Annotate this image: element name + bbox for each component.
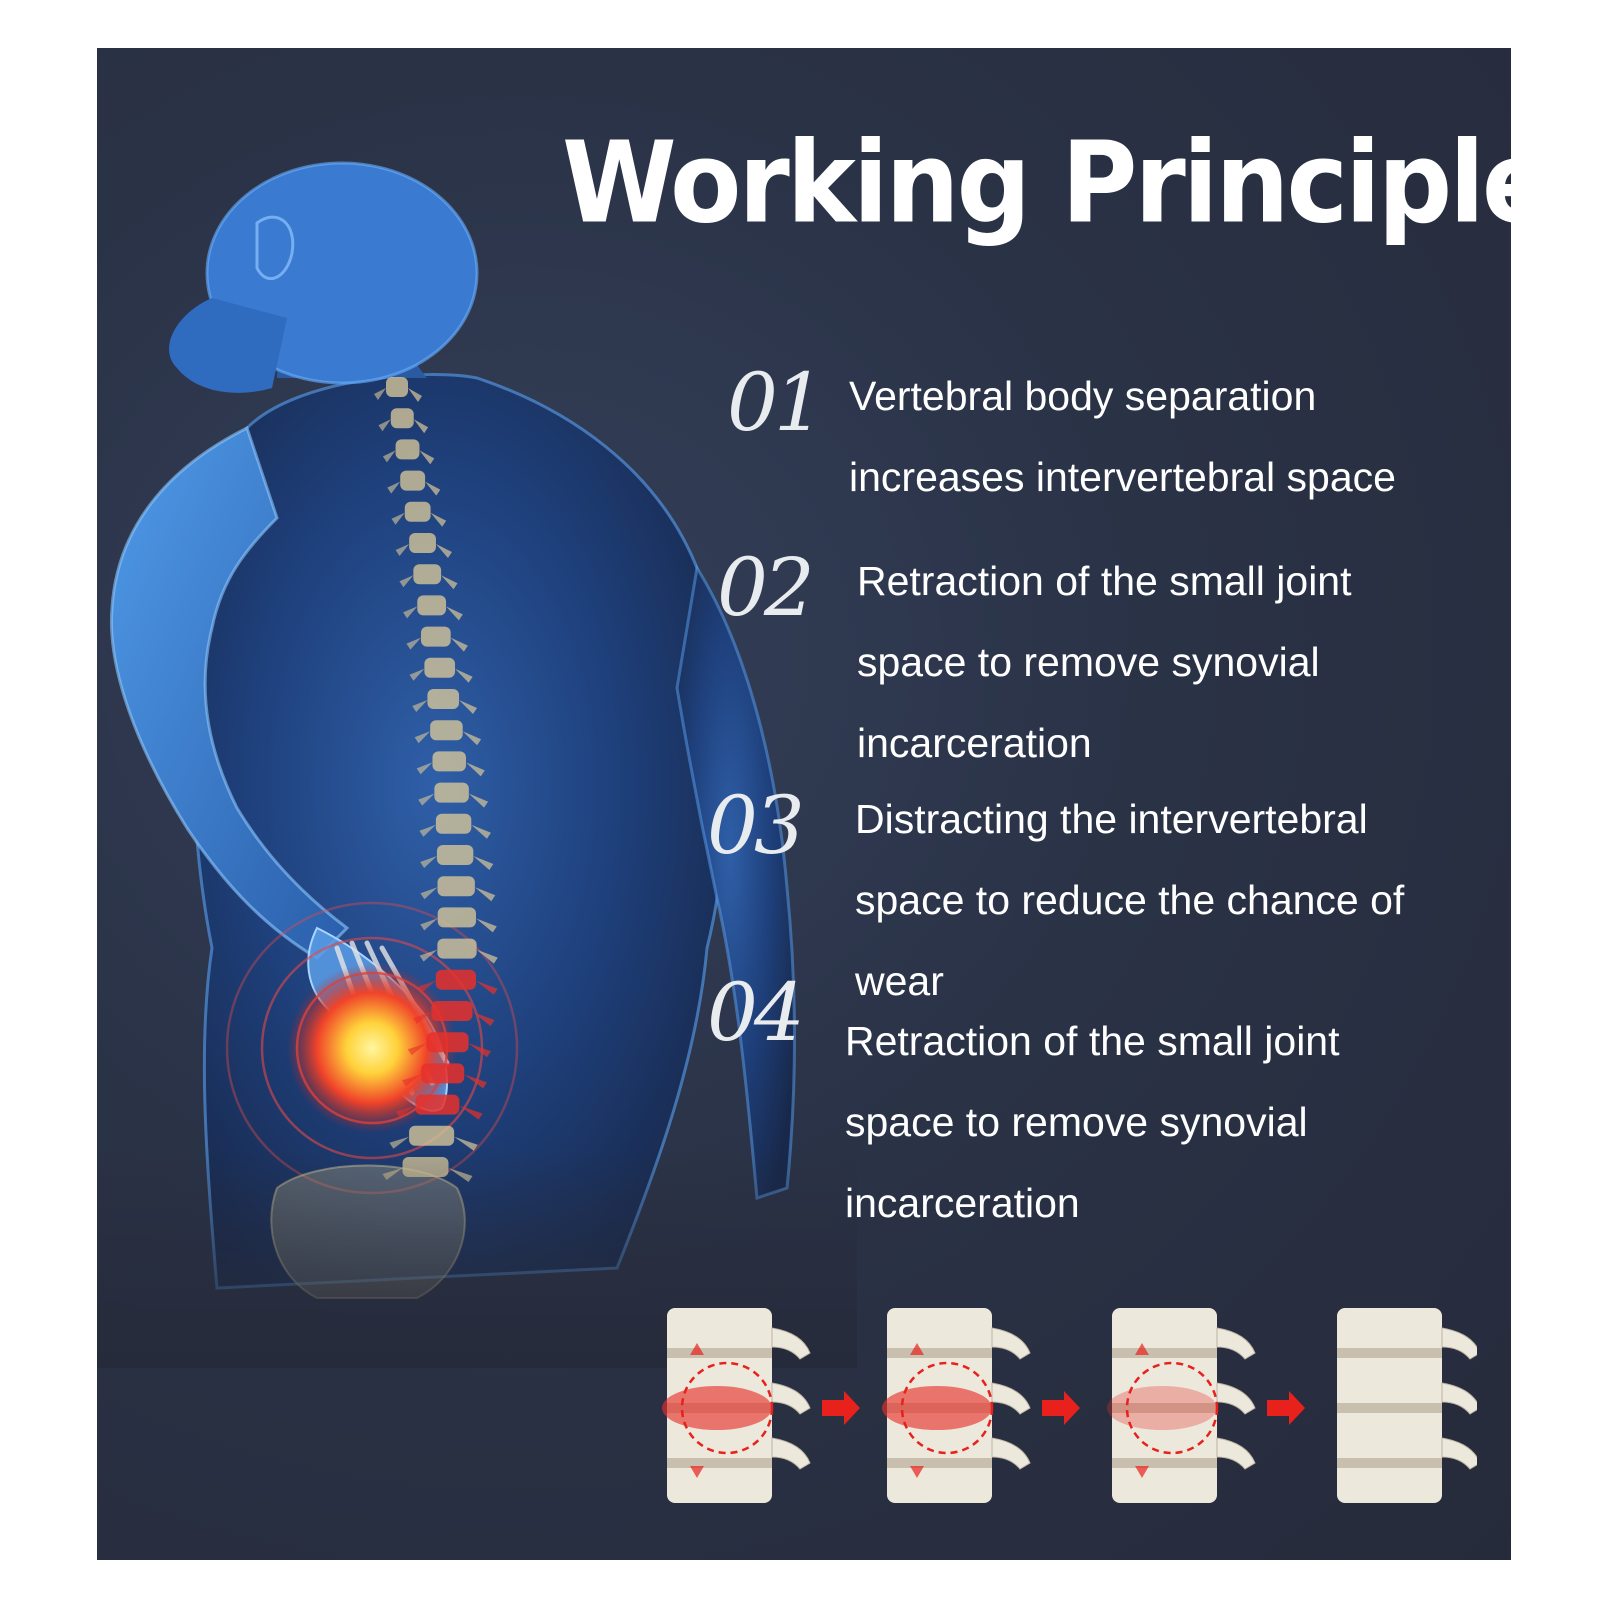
vertebra (414, 720, 482, 746)
vertebra (374, 377, 422, 402)
step-text-04: Retraction of the small joint space to r… (845, 1018, 1340, 1226)
vertebra-stage-3 (1107, 1308, 1256, 1503)
vertebra (403, 595, 463, 621)
vertebra (407, 1032, 491, 1058)
step-number-03: 03 (707, 779, 805, 872)
step-number-01: 01 (727, 356, 825, 449)
vertebra-sequence (662, 1308, 1477, 1503)
step-text-03: Distracting the intervertebral space to … (855, 796, 1405, 1004)
vertebra (420, 845, 494, 870)
vertebra (395, 1094, 483, 1120)
vertebra (406, 626, 468, 652)
vertebra (395, 533, 452, 558)
left-arm-shape (109, 425, 350, 960)
vertebra-stage-2 (882, 1308, 1031, 1503)
vertebra (402, 1063, 488, 1089)
vertebra (417, 969, 498, 995)
vertebra (419, 938, 498, 964)
vertebra (420, 876, 496, 902)
human-back-illustration (97, 161, 857, 1368)
vertebra (416, 751, 485, 777)
vertebra (389, 1125, 478, 1151)
vertebra-stage-1 (662, 1308, 811, 1503)
step-number-02: 02 (717, 541, 815, 634)
vertebra (412, 689, 478, 714)
vertebra (412, 1001, 495, 1026)
sequence-arrow (822, 1391, 860, 1425)
vertebra (418, 782, 489, 808)
vertebra (420, 907, 497, 933)
vertebra-stage-4 (1337, 1308, 1477, 1503)
vertebra (419, 813, 491, 839)
vertebra (399, 564, 458, 590)
info-panel: Working Principle 01 Vertebral body sepa… (97, 48, 1511, 1560)
vertebra (387, 470, 441, 496)
step-number-04: 04 (707, 966, 805, 1059)
page-title: Working Principle (562, 116, 1511, 249)
pain-glow (287, 963, 457, 1133)
step-text-02: Retraction of the small joint space to r… (857, 558, 1352, 766)
vertebra (378, 408, 429, 434)
vertebra (391, 501, 447, 527)
vertebra (409, 657, 473, 683)
sequence-arrow (1042, 1391, 1080, 1425)
ear-shape (255, 215, 295, 281)
face-profile (169, 298, 287, 393)
step-text-01: Vertebral body separation increases inte… (849, 373, 1396, 500)
vertebra (382, 439, 435, 465)
sequence-arrow (1267, 1391, 1305, 1425)
